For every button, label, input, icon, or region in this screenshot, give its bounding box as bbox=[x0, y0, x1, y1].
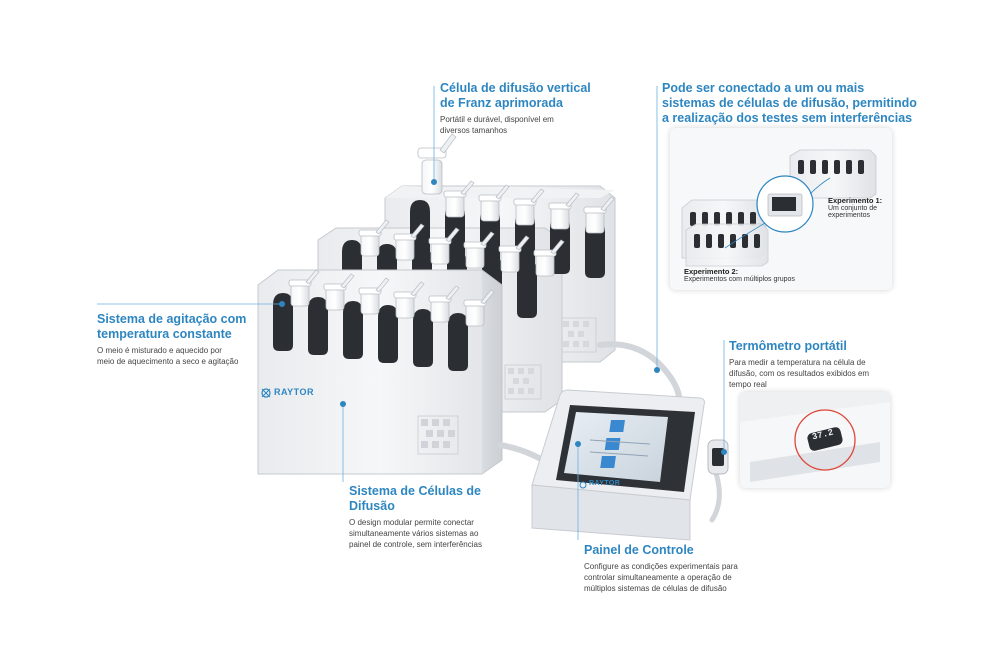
inset-experiments: Experimento 1: Um conjunto de experiment… bbox=[670, 128, 892, 290]
callout-thermometer-title: Termômetro portátil bbox=[729, 339, 847, 353]
inset-experiments-drawing bbox=[670, 128, 892, 290]
callout-franz: Célula de difusão vertical de Franz apri… bbox=[440, 81, 640, 136]
callout-panel-title: Painel de Controle bbox=[584, 543, 694, 557]
callout-thermometer: Termômetro portátil Para medir a tempera… bbox=[729, 339, 899, 390]
callout-thermometer-desc: Para medir a temperatura na célula de di… bbox=[729, 358, 870, 389]
brand-name-front: RAYTOR bbox=[274, 387, 315, 397]
callout-cells: Sistema de Células de Difusão O design m… bbox=[349, 484, 509, 550]
callout-cells-desc: O design modular permite conectar simult… bbox=[349, 518, 482, 549]
brand-logo-icon bbox=[261, 388, 271, 398]
callout-dot-icon bbox=[279, 179, 727, 455]
inset-thermometer-drawing bbox=[740, 392, 890, 488]
callout-agitation-desc: O meio é misturado e aquecido por meio d… bbox=[97, 346, 239, 366]
control-panel-drawing bbox=[531, 389, 729, 541]
callout-agitation: Sistema de agitação com temperatura cons… bbox=[97, 312, 277, 367]
brand-name-panel: RAYTOR bbox=[589, 480, 621, 487]
callout-cells-title: Sistema de Células de Difusão bbox=[349, 484, 482, 513]
franz-cell-drawing bbox=[417, 133, 457, 195]
inset-thermometer: 37.2 bbox=[740, 392, 890, 488]
callout-franz-desc: Portátil e durável, disponível em divers… bbox=[440, 115, 554, 135]
exp2-label: Experimento 2: Experimentos com múltiplo… bbox=[684, 267, 795, 283]
callout-connect: Pode ser conectado a um ou mais sistemas… bbox=[662, 81, 922, 126]
exp1-label: Experimento 1: Um conjunto de experiment… bbox=[828, 196, 883, 219]
callout-panel: Painel de Controle Configure as condiçõe… bbox=[584, 543, 764, 594]
callout-franz-title: Célula de difusão vertical de Franz apri… bbox=[440, 81, 591, 110]
callout-connect-title: Pode ser conectado a um ou mais sistemas… bbox=[662, 81, 917, 125]
callout-panel-desc: Configure as condições experimentais par… bbox=[584, 562, 738, 593]
callout-agitation-title: Sistema de agitação com temperatura cons… bbox=[97, 312, 247, 341]
